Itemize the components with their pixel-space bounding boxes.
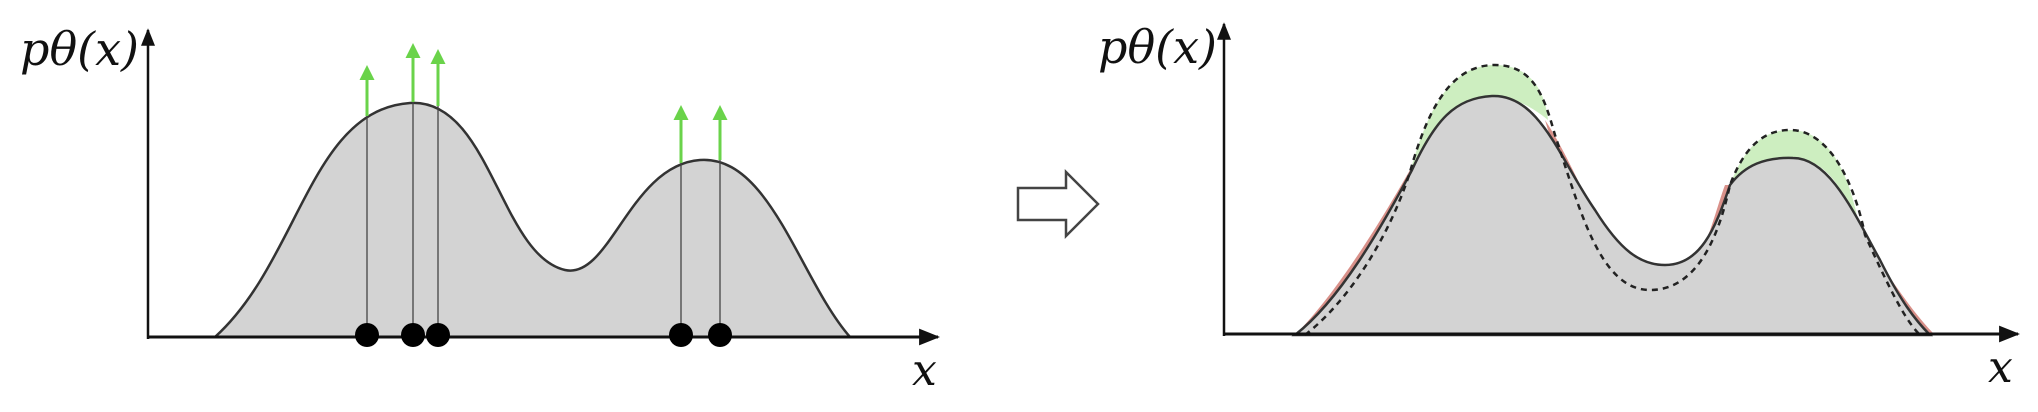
left-density-curve	[211, 101, 853, 339]
right-panel	[1217, 22, 2021, 343]
increase-region-right-peak	[1730, 130, 1860, 230]
sample-point	[355, 323, 379, 347]
sample-point	[426, 323, 450, 347]
left-x-axis-label: x	[912, 345, 937, 396]
increase-region-left-peak	[1410, 65, 1548, 172]
sample-point	[669, 323, 693, 347]
right-density-curve	[1291, 94, 1934, 337]
right-y-axis-label: pθ(x)	[1098, 20, 1217, 74]
decrease-region-left	[1295, 170, 1413, 335]
sample-point	[708, 323, 732, 347]
sample-point	[401, 323, 425, 347]
left-y-axis-label: pθ(x)	[20, 22, 139, 76]
left-panel	[141, 28, 941, 347]
gradient-arrows	[359, 43, 728, 163]
left-sample-lines	[366, 102, 721, 337]
target-density-dashed	[1304, 63, 1921, 336]
sample-points	[355, 323, 732, 347]
hollow-right-arrow-icon	[1016, 168, 1100, 240]
right-x-axis-label: x	[1988, 342, 2013, 393]
